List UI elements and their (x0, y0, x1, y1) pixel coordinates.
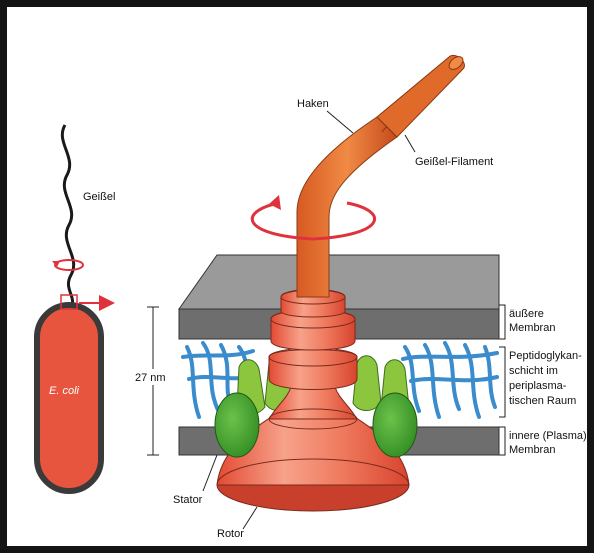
flagellar-motor-diagram: Geißel E. coli 27 nm (7, 7, 594, 553)
label-outer-membrane-1: äußere (509, 308, 544, 320)
flagellum-wave (62, 125, 73, 307)
label-peptidoglycan-2: schicht im (509, 365, 558, 377)
label-outer-membrane-2: Membran (509, 322, 555, 334)
dimension-27nm: 27 nm (132, 307, 172, 455)
label-geissel: Geißel (83, 191, 115, 203)
label-stator: Stator (173, 494, 203, 506)
ecoli-cell (37, 305, 101, 491)
label-peptidoglycan-3: periplasma- (509, 380, 567, 392)
label-ecoli: E. coli (49, 385, 80, 397)
label-rotor: Rotor (217, 528, 244, 540)
label-filament: Geißel-Filament (415, 156, 493, 168)
label-inner-membrane-2: Membran (509, 444, 555, 456)
label-27nm: 27 nm (135, 372, 166, 384)
label-haken: Haken (297, 98, 329, 110)
ecoli-cell-group: Geißel E. coli (37, 125, 115, 491)
label-inner-membrane-1: innere (Plasma)- (509, 430, 591, 442)
label-peptidoglycan-1: Peptidoglykan- (509, 350, 582, 362)
label-peptidoglycan-4: tischen Raum (509, 395, 576, 407)
